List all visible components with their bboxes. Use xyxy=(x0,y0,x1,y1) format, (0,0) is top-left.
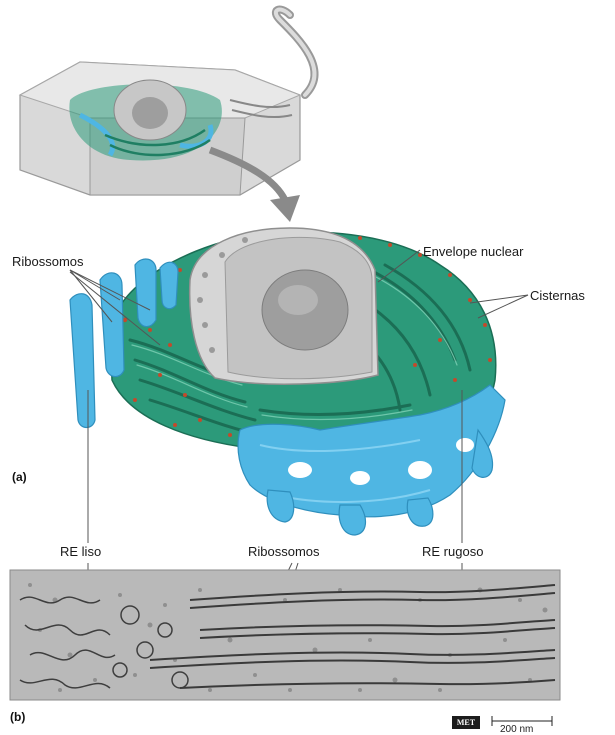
label-part-b: (b) xyxy=(10,710,25,724)
label-envelope-nuclear: Envelope nuclear xyxy=(423,244,523,259)
cell-overview xyxy=(20,10,315,195)
er-main-diagram xyxy=(70,228,505,535)
label-cisternas: Cisternas xyxy=(530,288,585,303)
label-re-liso: RE liso xyxy=(60,544,101,559)
label-ribossomos-mid: Ribossomos xyxy=(248,544,320,559)
label-part-a: (a) xyxy=(12,470,27,484)
label-ribossomos-top: Ribossomos xyxy=(12,254,84,269)
met-badge: MET xyxy=(452,716,480,729)
electron-micrograph xyxy=(10,570,560,700)
label-re-rugoso: RE rugoso xyxy=(422,544,483,559)
scale-label: 200 nm xyxy=(500,724,533,735)
